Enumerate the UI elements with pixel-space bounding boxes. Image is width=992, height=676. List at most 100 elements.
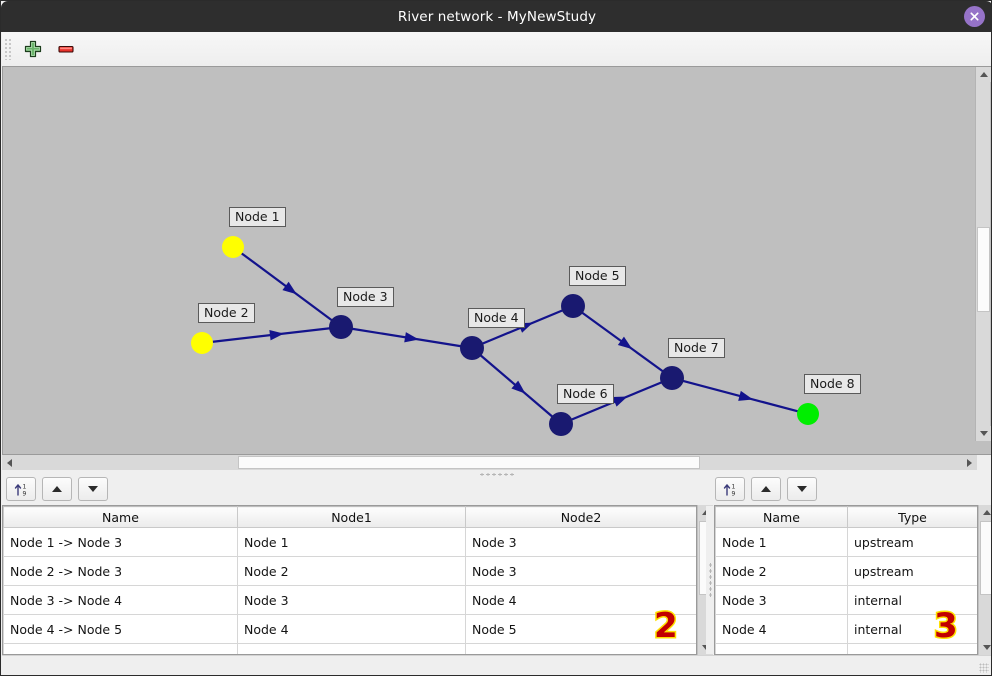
nodes-scroll-down-button[interactable] [979, 640, 991, 655]
graph-vscroll-thumb[interactable] [977, 227, 990, 312]
table-cell[interactable]: Node 1 -> Node 3 [3, 527, 238, 557]
table-cell[interactable] [847, 643, 977, 654]
table-cell[interactable]: Node 2 -> Node 3 [3, 556, 238, 586]
table-cell[interactable] [465, 643, 696, 654]
column-header-node2[interactable]: Node2 [465, 506, 696, 528]
graph-horizontal-scrollbar[interactable] [2, 455, 977, 470]
table-cell[interactable]: Node 3 [237, 585, 466, 615]
nodes-toolbar: 1 9 [712, 474, 817, 504]
title-bar: River network - MyNewStudy [1, 1, 991, 32]
chevron-up-icon [979, 72, 988, 77]
remove-node-button[interactable] [52, 35, 80, 63]
toolbar-drag-handle[interactable] [4, 38, 13, 60]
nodes-vertical-scrollbar[interactable] [978, 505, 991, 655]
graph-node-node-5[interactable] [561, 294, 585, 318]
graph-node-node-7[interactable] [660, 366, 684, 390]
table-cell[interactable]: Node 3 [465, 556, 696, 586]
nodes-move-up-button[interactable] [751, 477, 781, 501]
graph-node-label-node-6[interactable]: Node 6 [557, 384, 614, 404]
resize-grip-icon[interactable] [979, 663, 989, 673]
nodes-move-down-button[interactable] [787, 477, 817, 501]
nodes-scroll-up-button[interactable] [979, 505, 991, 520]
graph-node-node-3[interactable] [329, 315, 353, 339]
table-cell[interactable]: Node 4 [715, 614, 848, 644]
table-cell[interactable]: Node 3 [465, 527, 696, 557]
splitter-grip-icon [479, 472, 515, 476]
column-header-name[interactable]: Name [3, 506, 238, 528]
arrow-up-icon [52, 486, 62, 492]
graph-edge-arrow-icon [612, 396, 628, 407]
graph-node-node-2[interactable] [191, 332, 213, 354]
graph-scroll-right-button[interactable] [962, 455, 977, 470]
column-header-node1[interactable]: Node1 [237, 506, 466, 528]
graph-node-label-node-5[interactable]: Node 5 [569, 266, 626, 286]
graph-node-label-node-7[interactable]: Node 7 [668, 338, 725, 358]
graph-node-label-node-2[interactable]: Node 2 [198, 303, 255, 323]
graph-scroll-left-button[interactable] [2, 455, 17, 470]
graph-scroll-up-button[interactable] [976, 67, 991, 82]
graph-node-label-node-4[interactable]: Node 4 [468, 308, 525, 328]
graph-node-node-8[interactable] [797, 403, 819, 425]
table-row-empty[interactable] [715, 643, 977, 654]
table-cell[interactable]: Node 5 [465, 614, 696, 644]
table-cell[interactable]: Node 1 [237, 527, 466, 557]
table-cell[interactable]: Node 4 [465, 585, 696, 615]
table-cell[interactable]: Node 3 -> Node 4 [3, 585, 238, 615]
table-cell[interactable] [237, 643, 466, 654]
graph-node-node-4[interactable] [460, 336, 484, 360]
graph-scroll-down-button[interactable] [976, 426, 991, 441]
vertical-splitter[interactable] [706, 506, 714, 654]
table-cell[interactable]: Node 4 [237, 614, 466, 644]
table-cell[interactable]: Node 3 [715, 585, 848, 615]
table-cell[interactable]: upstream [847, 556, 977, 586]
graph-node-label-node-1[interactable]: Node 1 [229, 207, 286, 227]
table-cell[interactable]: Node 4 -> Node 5 [3, 614, 238, 644]
table-cell[interactable]: Node 1 [715, 527, 848, 557]
window-title: River network - MyNewStudy [397, 8, 597, 25]
table-cell[interactable]: Node 2 [715, 556, 848, 586]
reaches-move-down-button[interactable] [78, 477, 108, 501]
graph-node-label-node-3[interactable]: Node 3 [337, 287, 394, 307]
table-cell[interactable]: internal [847, 585, 977, 615]
table-row-empty[interactable] [3, 643, 696, 654]
nodes-sort-button[interactable]: 1 9 [715, 477, 745, 501]
sort-ascending-icon: 1 9 [14, 483, 26, 497]
table-cell[interactable]: internal [847, 614, 977, 644]
table-cell[interactable] [3, 643, 238, 654]
graph-node-label-node-8[interactable]: Node 8 [804, 374, 861, 394]
column-header-name[interactable]: Name [715, 506, 848, 528]
main-toolbar [2, 32, 991, 67]
graph-vertical-scrollbar[interactable] [975, 67, 991, 441]
add-node-button[interactable] [19, 35, 47, 63]
reaches-sort-button[interactable]: 1 9 [6, 477, 36, 501]
graph-node-node-1[interactable] [222, 236, 244, 258]
table-cell[interactable]: upstream [847, 527, 977, 557]
table-cell[interactable]: Node 2 [237, 556, 466, 586]
reaches-move-up-button[interactable] [42, 477, 72, 501]
graph-edge-arrow-icon [282, 281, 297, 295]
column-header-type[interactable]: Type [847, 506, 977, 528]
table-cell[interactable] [715, 643, 848, 654]
nodes-vscroll-thumb[interactable] [980, 521, 991, 595]
close-button[interactable] [964, 6, 985, 27]
graph-hscroll-thumb[interactable] [238, 456, 700, 469]
horizontal-splitter[interactable] [2, 470, 991, 478]
graph-node-node-6[interactable] [549, 412, 573, 436]
graph-canvas[interactable]: Node 1 Node 2 Node 3 Node 4 Node 5 Node 6 Node… [3, 67, 977, 440]
river-network-graph-panel[interactable]: Node 1 Node 2 Node 3 Node 4 Node 5 Node 6 Node… [2, 66, 991, 455]
